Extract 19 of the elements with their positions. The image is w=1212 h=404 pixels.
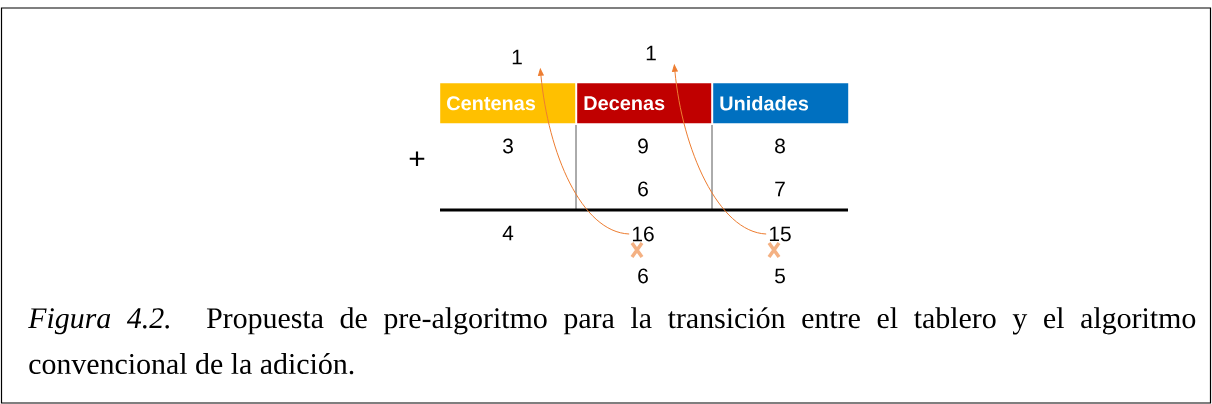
digit: 9	[638, 138, 648, 154]
digit: 5	[775, 268, 785, 284]
column-header: Unidades	[713, 83, 849, 124]
carry-digit: 1	[512, 49, 522, 65]
digit: 3	[503, 138, 513, 154]
digit: 7	[775, 181, 785, 197]
carry-digit: 1	[646, 45, 656, 61]
digit: 8	[775, 138, 785, 154]
curved-arrow	[672, 64, 767, 235]
sum-digits: 16	[632, 226, 654, 242]
column-header: Centenas	[440, 83, 576, 124]
column-header: Decenas	[577, 83, 712, 124]
digit: 6	[638, 181, 648, 197]
sum-digits: 15	[769, 226, 791, 242]
figure-caption: Figura 4.2. Propuesta de pre-algoritmo para la transición entre el tablero y el algoritmo convencional de la adición.	[28, 307, 1196, 375]
plus-sign: +	[409, 151, 425, 166]
digit: 4	[502, 225, 514, 241]
curved-arrow	[538, 68, 630, 235]
digit: 6	[638, 268, 648, 284]
